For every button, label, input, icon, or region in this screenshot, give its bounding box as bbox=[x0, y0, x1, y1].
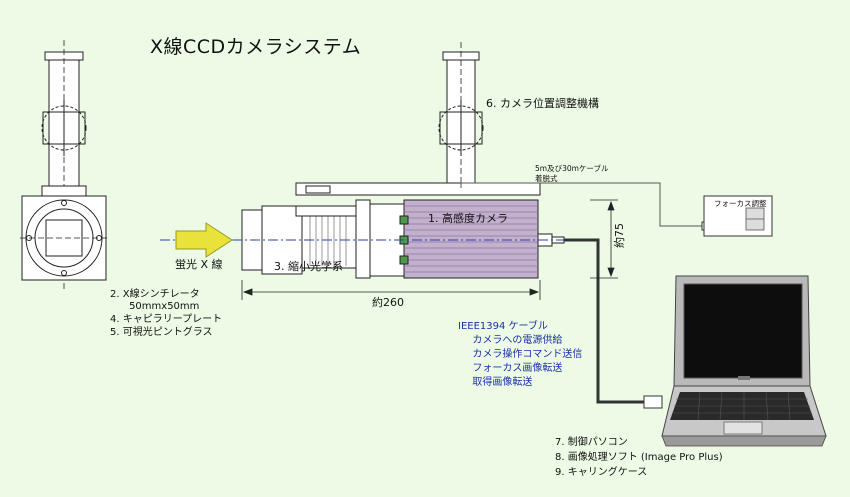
xray-arrow-icon bbox=[175, 222, 233, 258]
ieee-item: 取得画像転送 bbox=[466, 377, 533, 388]
ieee-item: IEEE1394 ケーブル bbox=[458, 321, 548, 332]
ieee-item: カメラへの電源供給 bbox=[466, 335, 563, 346]
ieee-item: カメラ操作コマンド送信 bbox=[466, 349, 583, 360]
pc-item: 7. 制御パソコン bbox=[555, 437, 628, 448]
dimension-height bbox=[590, 199, 618, 279]
label-adjust-mechanism: 6. カメラ位置調整機構 bbox=[486, 97, 599, 110]
label-dim-height: 約75 bbox=[613, 223, 626, 248]
component-item: 50mmx50mm bbox=[110, 301, 200, 312]
page-title: X線CCDカメラシステム bbox=[150, 36, 362, 58]
camera-adjust-mechanism bbox=[438, 42, 484, 188]
label-cable-length: 5m及び30mケーブル bbox=[535, 164, 609, 173]
dimension-width bbox=[241, 280, 541, 300]
label-focus-adjust: フォーカス調整 bbox=[714, 199, 767, 208]
component-item: 2. X線シンチレータ bbox=[110, 289, 200, 300]
laptop-image bbox=[661, 275, 827, 447]
label-dim-width: 約260 bbox=[372, 296, 404, 309]
focus-adjust-box bbox=[703, 195, 773, 237]
left-mount-assembly bbox=[20, 40, 108, 290]
pc-item: 9. キャリングケース bbox=[555, 467, 648, 478]
component-item: 5. 可視光ピントグラス bbox=[110, 327, 213, 338]
pc-item: 8. 画像処理ソフト (Image Pro Plus) bbox=[555, 452, 723, 463]
label-xray: 蛍光 X 線 bbox=[175, 258, 223, 271]
label-camera: 1. 高感度カメラ bbox=[428, 212, 508, 225]
label-cable-detachable: 着脱式 bbox=[535, 174, 558, 183]
component-item: 4. キャピラリープレート bbox=[110, 314, 223, 325]
label-optics: 3. 縮小光学系 bbox=[274, 260, 343, 273]
ieee-item: フォーカス画像転送 bbox=[466, 363, 563, 374]
